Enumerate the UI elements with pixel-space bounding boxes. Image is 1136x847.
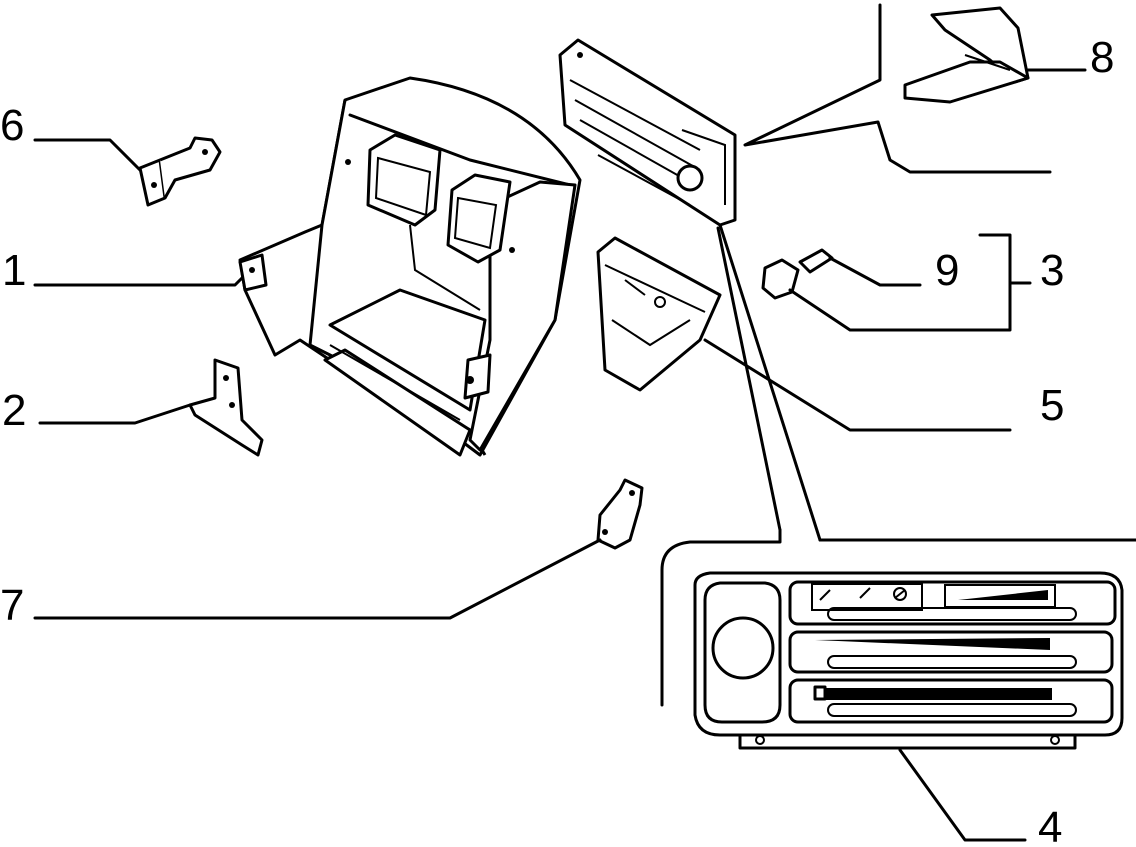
detail-panel-4 [660, 528, 1136, 750]
leader-6 [33, 138, 142, 172]
detail-line-a [716, 226, 782, 532]
control-panel-3 [558, 38, 737, 227]
leader-2 [38, 403, 192, 425]
callout-9: 9 [935, 246, 959, 295]
callout-5: 5 [1040, 381, 1064, 430]
callout-7: 7 [0, 581, 24, 630]
callout-4: 4 [1038, 803, 1062, 847]
cover-8 [903, 6, 1030, 104]
section-line [743, 3, 1052, 174]
callout-6: 6 [0, 101, 24, 150]
leader-7 [33, 538, 602, 620]
console-housing [238, 76, 582, 457]
leader-1 [33, 276, 244, 287]
callout-8: 8 [1090, 33, 1114, 82]
ashtray-5 [596, 236, 722, 392]
bracket-7 [596, 478, 644, 550]
callout-3: 3 [1040, 246, 1064, 295]
leader-3-bracket [788, 233, 1012, 332]
leader-9 [828, 256, 922, 287]
leader-4 [898, 748, 1027, 842]
bracket-6 [138, 136, 222, 207]
bulb-9 [761, 248, 834, 300]
leader-lines [33, 3, 1087, 842]
leader-5 [703, 338, 1012, 432]
detail-line-b [718, 223, 822, 542]
callout-2: 2 [2, 386, 26, 435]
callout-1: 1 [2, 246, 26, 295]
bracket-2 [188, 358, 264, 457]
